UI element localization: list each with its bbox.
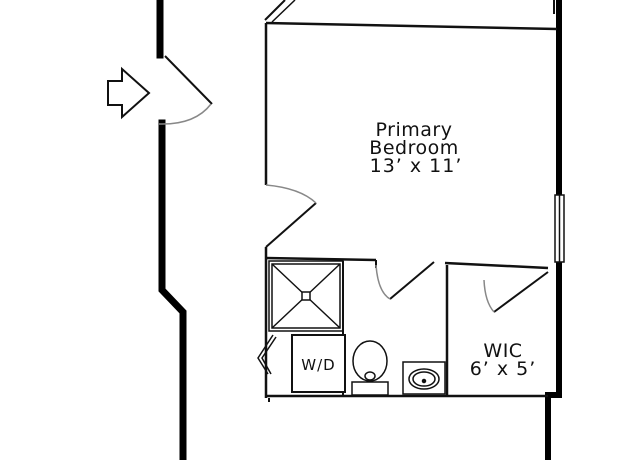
right-exterior-wall: [545, 0, 562, 460]
primary-bedroom-name-line1: Primary: [376, 119, 453, 141]
top-door: [264, 0, 296, 23]
primary-bedroom-label: Primary Bedroom 13’ x 11’: [369, 119, 463, 177]
wic-name: WIC: [483, 340, 522, 362]
primary-bedroom-name-line2: Bedroom: [369, 137, 458, 159]
washer-dryer-label: W/D: [301, 356, 335, 374]
shower-door: [257, 334, 277, 375]
bedroom-walls: [264, 21, 558, 398]
primary-bedroom-size: 13’ x 11’: [370, 155, 463, 177]
bathroom-door: [375, 260, 435, 300]
wic-label: WIC 6’ x 5’: [470, 340, 537, 380]
shower-drain-icon: [301, 291, 311, 301]
toilet-icon: [351, 340, 389, 396]
sink-icon: [402, 361, 446, 395]
entry-arrow-icon: [107, 66, 151, 120]
wic-size: 6’ x 5’: [470, 358, 537, 380]
wic-door: [483, 271, 549, 313]
bedroom-door: [265, 184, 317, 248]
entry-door: [158, 55, 213, 125]
left-exterior-wall: [156, 0, 187, 460]
window: [554, 194, 565, 263]
washer-dryer: W/D: [291, 334, 346, 393]
